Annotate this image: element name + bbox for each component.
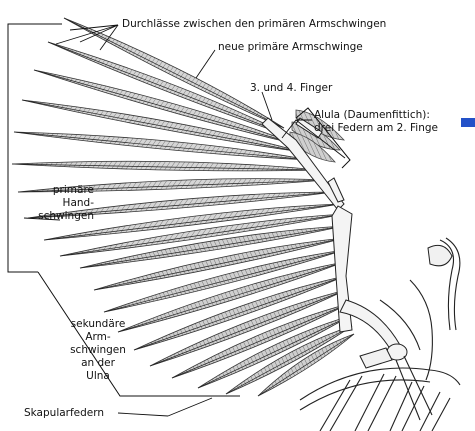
primary-label-line1: primäre bbox=[52, 184, 94, 196]
body-skeleton bbox=[299, 237, 461, 431]
primary-feathers bbox=[11, 17, 345, 257]
secondary-feathers-bracket bbox=[37, 271, 240, 397]
feather-shaft bbox=[103, 249, 345, 313]
skeleton-fill bbox=[359, 244, 453, 369]
feather-shaft bbox=[257, 333, 355, 397]
primary-feathers-bracket bbox=[7, 23, 62, 273]
feather-shaft bbox=[17, 179, 327, 193]
primary-label-line3: schwingen bbox=[38, 210, 94, 222]
scapular-label: Skapularfedern bbox=[24, 407, 105, 419]
feather-shaft bbox=[149, 289, 347, 367]
feather-shaft bbox=[21, 99, 303, 153]
secondary-label-line5: Ulna bbox=[86, 370, 110, 382]
feather-shaft bbox=[225, 325, 353, 395]
feather-shaft bbox=[33, 69, 297, 145]
feather-shaft bbox=[27, 191, 335, 219]
alula-label-line1: Alula (Daumenfittich): bbox=[314, 109, 430, 121]
secondary-label-line2: Arm- bbox=[85, 331, 111, 343]
feather-shaft bbox=[133, 275, 346, 351]
primary-label-line2: Hand- bbox=[62, 197, 94, 209]
feather-shaft bbox=[63, 17, 285, 129]
secondary-label-line3: schwingen bbox=[70, 344, 126, 356]
feather-shaft bbox=[197, 315, 351, 389]
feather-shaft bbox=[11, 163, 319, 171]
feather-shaft bbox=[117, 261, 345, 333]
secondary-feathers bbox=[79, 225, 355, 397]
feather-shaft bbox=[47, 41, 291, 137]
leader-lines bbox=[23, 24, 346, 417]
feather-shaft bbox=[79, 225, 345, 269]
feather-shaft bbox=[171, 303, 349, 379]
feather-shaft bbox=[59, 213, 345, 257]
fingers-label: 3. und 4. Finger bbox=[250, 82, 333, 94]
new-feather-label: neue primäre Armschwinge bbox=[218, 41, 363, 53]
gaps-label: Durchlässe zwischen den primären Armschw… bbox=[122, 18, 387, 30]
secondary-label-line4: an der bbox=[81, 357, 115, 369]
feather-shaft bbox=[93, 237, 345, 291]
blue-marker bbox=[461, 118, 475, 127]
alula-label-line2: drei Federn am 2. Finge bbox=[314, 122, 438, 134]
alula-bracket bbox=[295, 107, 351, 169]
feather-shaft bbox=[13, 131, 311, 161]
feather-shaft bbox=[43, 203, 341, 241]
wing-bones bbox=[261, 117, 408, 361]
secondary-label-line1: sekundäre bbox=[70, 318, 126, 330]
